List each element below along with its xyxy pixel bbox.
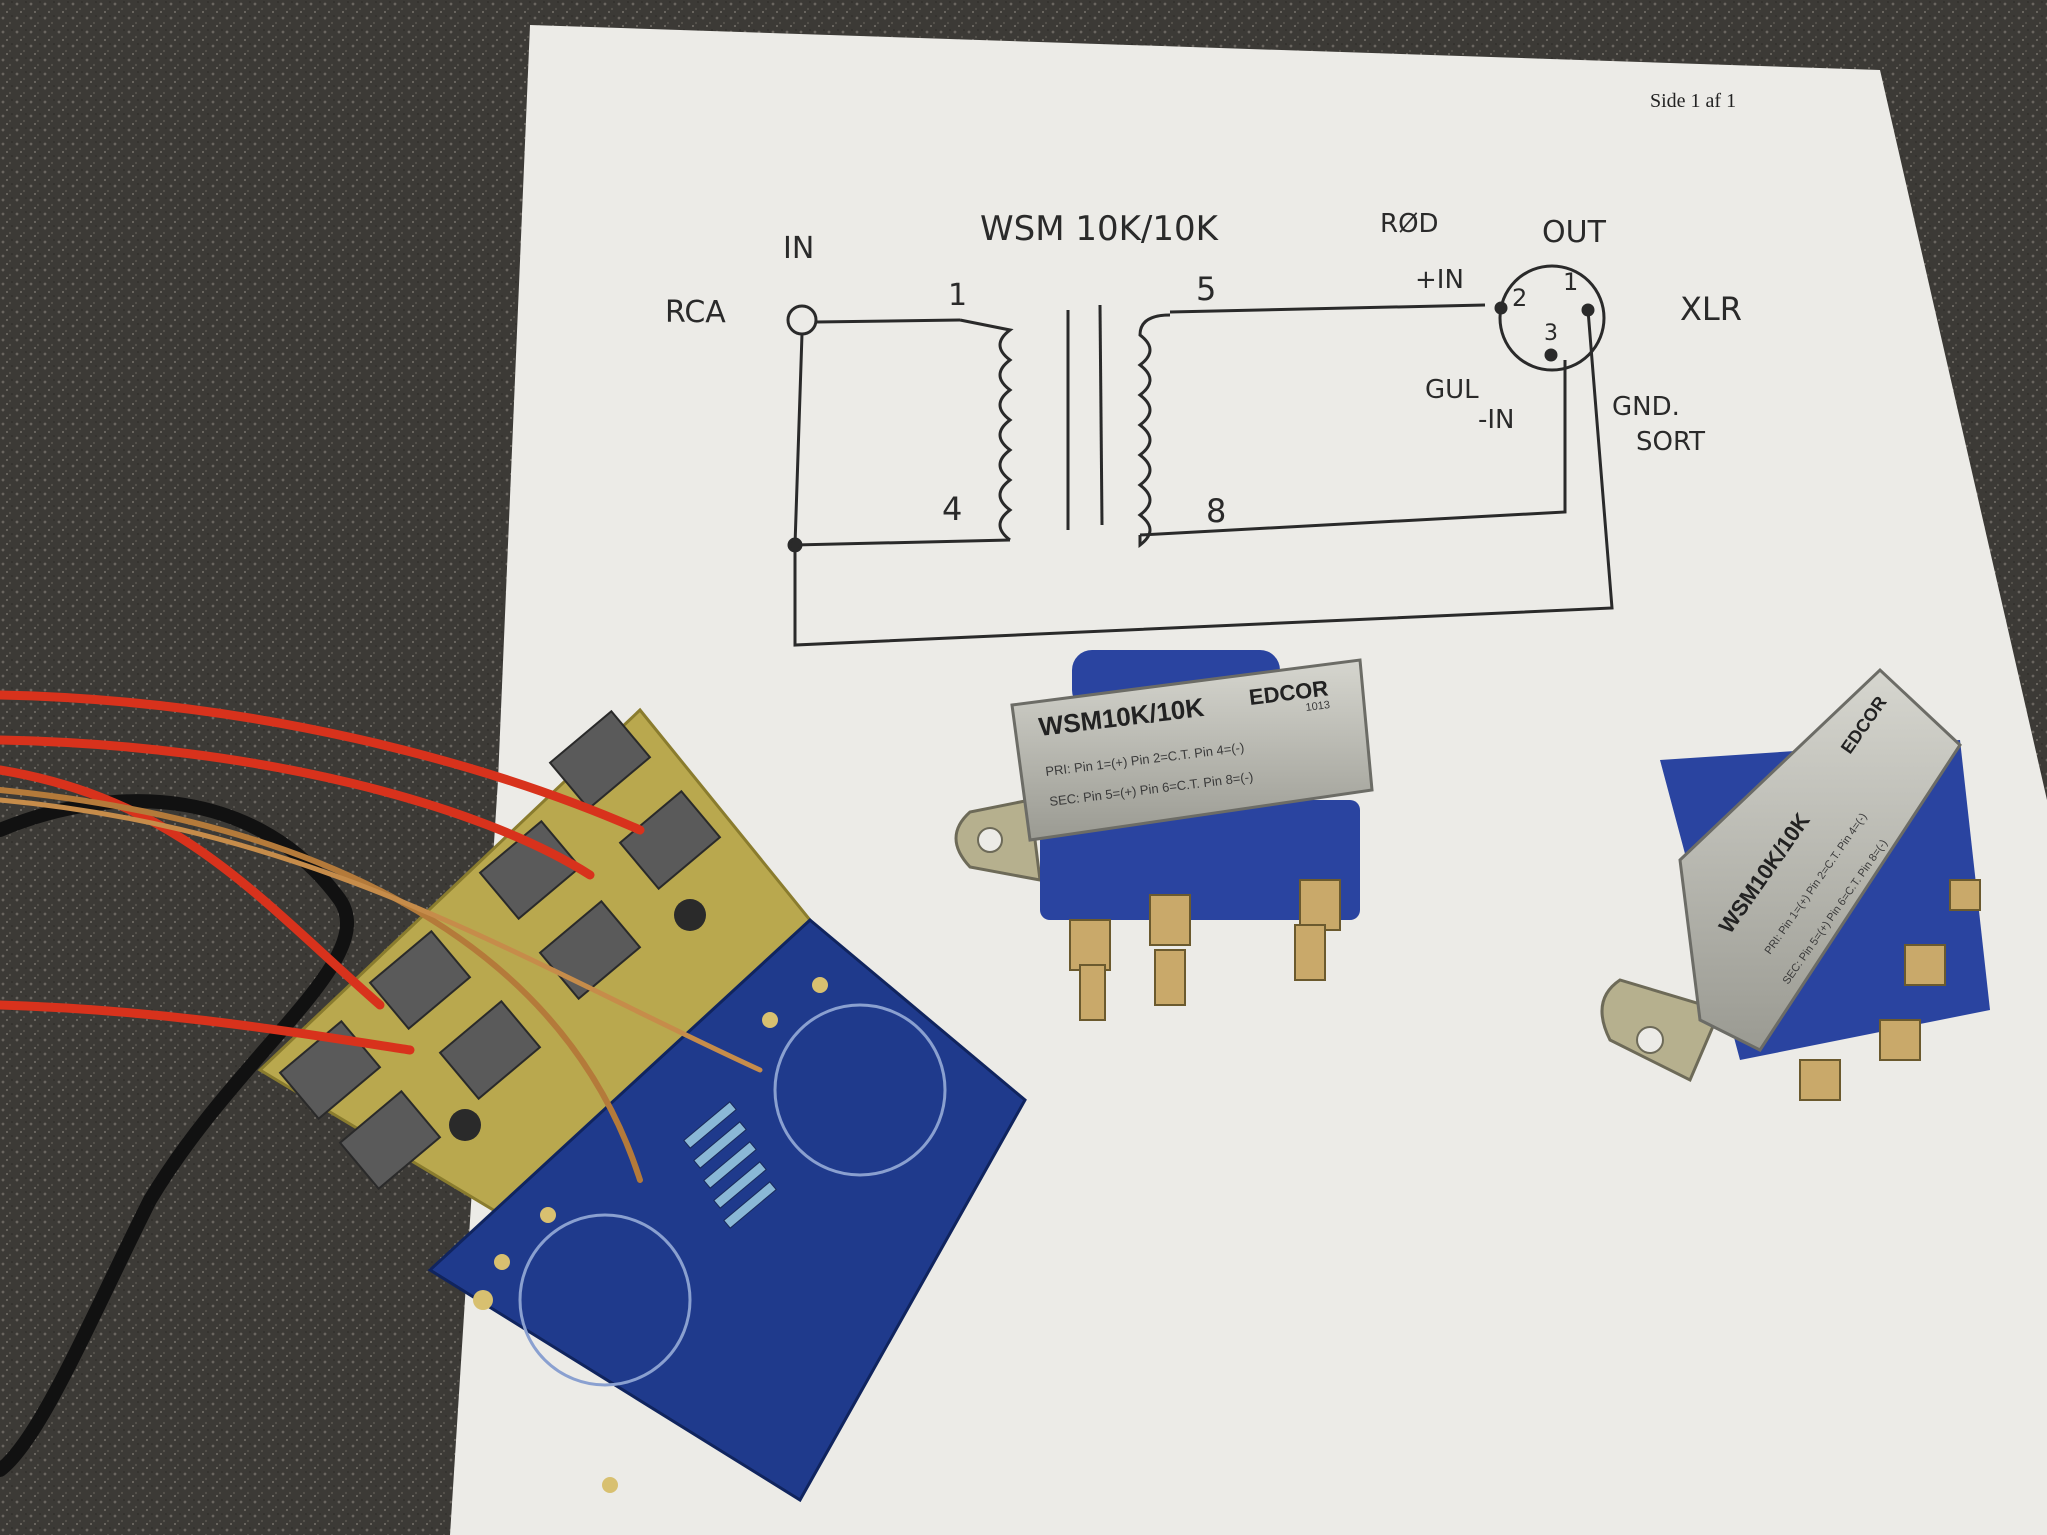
gul-label: GUL <box>1425 375 1479 405</box>
schematic-title: WSM 10K/10K <box>980 209 1220 249</box>
rca-label: RCA <box>665 295 726 330</box>
plus-in-label: +IN <box>1415 265 1464 295</box>
xlr-connector-symbol <box>1498 264 1606 372</box>
red-wire-4 <box>0 1000 415 1055</box>
wires <box>0 690 763 1477</box>
pin4-label: 4 <box>942 490 962 528</box>
transformer-a: WSM10K/10K EDCOR 1013 PRI: Pin 1=(+) Pin… <box>954 650 1374 1021</box>
red-wire-3 <box>0 765 385 1010</box>
xlr-label: XLR <box>1680 290 1742 328</box>
transformer-a-can <box>1010 658 1374 842</box>
minus-in-label: -IN <box>1478 405 1515 435</box>
pin8-label: 8 <box>1206 492 1226 530</box>
gnd-label: GND. <box>1612 392 1680 422</box>
red-wire-2 <box>0 735 595 880</box>
schematic <box>786 264 1614 647</box>
copper-wire-2 <box>0 797 763 1073</box>
xlr-pin1-label: 1 <box>1563 268 1578 296</box>
amplifier-pcb <box>257 707 1027 1503</box>
bobbin <box>1040 800 1360 920</box>
out-label: OUT <box>1542 215 1607 250</box>
transformer-b: WSM10K/10K EDCOR PRI: Pin 1=(+) Pin 2=C.… <box>1600 667 1990 1101</box>
transformer-a-code: 1013 <box>1305 699 1331 714</box>
xlr-pin2-label: 2 <box>1512 284 1527 312</box>
transformer-b-can <box>1678 667 1962 1052</box>
xlr-pin3-label: 3 <box>1544 321 1558 346</box>
sort-label: SORT <box>1636 427 1705 457</box>
red-label: RØD <box>1380 209 1439 239</box>
in-label: IN <box>783 231 814 266</box>
mounting-tab-b <box>1600 978 1723 1083</box>
pin1-label: 1 <box>948 278 967 313</box>
capacitor-footprint-2 <box>518 1213 692 1387</box>
red-wire-1 <box>0 690 645 835</box>
black-cable <box>0 794 354 1477</box>
paper-header: Side 1 af 1 <box>1650 90 1736 112</box>
capacitor-footprint-1 <box>773 1003 947 1177</box>
pin5-label: 5 <box>1196 270 1216 308</box>
pcb-blue-board <box>427 918 1027 1503</box>
